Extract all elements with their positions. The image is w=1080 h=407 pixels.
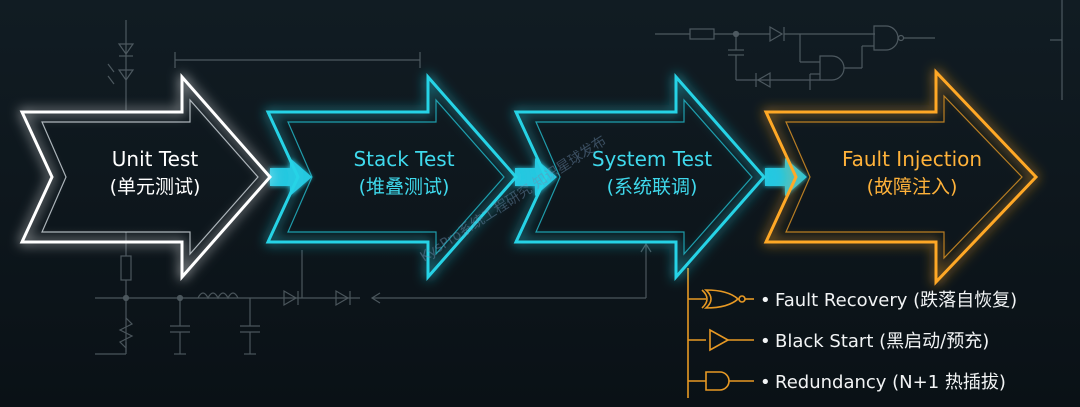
stage-unit-test: Unit Test (单元测试) [19, 73, 272, 281]
stage-system-test: System Test (系统联调) [513, 73, 766, 281]
stage-title: Unit Test [112, 147, 199, 171]
stage-subtitle: (单元测试) [110, 176, 201, 198]
stage-title: Stack Test [353, 147, 454, 171]
connector-arrow-3 [765, 158, 807, 196]
list-item-text: Redundancy (N+1 热插拔) [775, 372, 1006, 393]
list-item: • Redundancy (N+1 热插拔) [760, 372, 1006, 393]
fault-items-list: • Fault Recovery (跌落自恢复) • Black Start (… [760, 290, 1017, 393]
stage-subtitle: (堆叠测试) [359, 176, 450, 198]
connector-arrow-1 [270, 158, 312, 196]
bullet: • [760, 372, 771, 393]
list-item-text: Black Start (黑启动/预充) [775, 331, 989, 352]
list-item-text: Fault Recovery (跌落自恢复) [775, 290, 1017, 311]
stage-fault-injection: Fault Injection (故障注入) [763, 68, 1039, 286]
list-item: • Fault Recovery (跌落自恢复) [760, 290, 1017, 311]
circuit-background [95, 0, 1063, 355]
list-item: • Black Start (黑启动/预充) [760, 331, 989, 352]
fault-logic-bracket [687, 268, 754, 398]
bullet: • [760, 331, 771, 352]
stage-subtitle: (故障注入) [867, 176, 958, 198]
connector-arrow-2 [515, 158, 557, 196]
stage-subtitle: (系统联调) [607, 176, 698, 198]
stage-title: Fault Injection [842, 147, 982, 171]
stage-title: System Test [592, 147, 712, 171]
stage-connectors [270, 158, 807, 196]
bullet: • [760, 290, 771, 311]
stage-stack-test: Stack Test (堆叠测试) [265, 73, 518, 281]
